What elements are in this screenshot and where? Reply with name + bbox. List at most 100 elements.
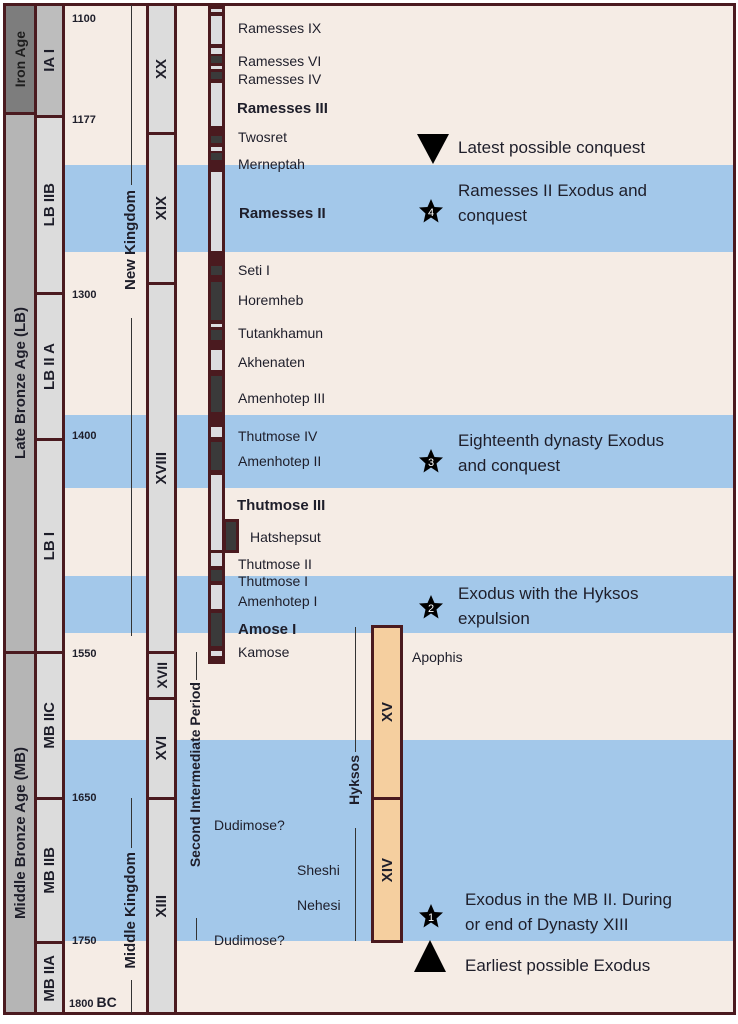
year-1750: 1750 xyxy=(72,935,97,947)
hyksos-line-top xyxy=(355,627,356,752)
up-triangle-icon xyxy=(414,940,446,972)
star-1-icon: 1 xyxy=(419,904,443,928)
dynasty-xiv: XIV xyxy=(371,797,403,943)
dynasty-xiii: XIII xyxy=(146,797,177,1015)
year-1800-value: 1800 xyxy=(69,998,94,1010)
sub-lb2b: LB IIB xyxy=(34,115,65,295)
note-4-line2: conquest xyxy=(458,206,527,225)
king-amenhotep-iii: Amenhotep III xyxy=(238,390,326,406)
king-merneptah: Merneptah xyxy=(238,156,305,172)
king-ramesses-iii: Ramesses III xyxy=(237,100,328,117)
king-thutmose-ii: Thutmose II xyxy=(238,556,312,572)
reign-segment xyxy=(211,585,222,609)
note-4: Ramesses II Exodus and conquest xyxy=(458,178,647,228)
new-kingdom-line xyxy=(131,5,132,185)
reign-segment xyxy=(211,9,222,12)
reign-segment xyxy=(211,136,222,143)
star-2-icon: 2 xyxy=(419,595,443,619)
year-1650: 1650 xyxy=(72,792,97,804)
sub-mb2c: MB IIC xyxy=(34,651,65,800)
reign-segment xyxy=(211,16,222,44)
star-4-icon: 4 xyxy=(419,199,443,223)
sub-ia1: IA I xyxy=(34,3,65,118)
dynasty-xvii: XVII xyxy=(146,651,177,700)
note-3-line1: Eighteenth dynasty Exodus xyxy=(458,431,665,450)
hatshepsut-bar xyxy=(223,519,239,553)
reign-segment xyxy=(211,72,222,79)
sip-line-top xyxy=(196,652,197,680)
dynasty-xv: XV xyxy=(371,625,403,800)
dynasty-xix: XIX xyxy=(146,132,177,285)
king-ramesses-vi: Ramesses VI xyxy=(238,53,322,69)
note-2-line1: Exodus with the Hyksos xyxy=(458,584,639,603)
king-twosret: Twosret xyxy=(238,129,288,145)
king-amose-i: Amose I xyxy=(238,621,297,638)
year-1177: 1177 xyxy=(72,114,96,126)
note-2: Exodus with the Hyksos expulsion xyxy=(458,581,638,631)
note-earliest-exodus: Earliest possible Exodus xyxy=(465,956,651,975)
middle-kingdom-label: Middle Kingdom xyxy=(122,852,139,969)
bc-label: BC xyxy=(96,994,117,1010)
note-1-line2: or end of Dynasty XIII xyxy=(465,915,629,934)
reign-segment xyxy=(211,651,222,656)
year-1300: 1300 xyxy=(72,289,97,301)
sub-mb2b: MB IIB xyxy=(34,797,65,944)
note-latest-conquest: Latest possible conquest xyxy=(458,138,646,157)
sub-lb2a: LB II A xyxy=(34,292,65,441)
svg-text:1: 1 xyxy=(428,912,434,924)
king-sheshi: Sheshi xyxy=(297,862,340,878)
king-thutmose-i: Thutmose I xyxy=(238,573,309,589)
king-thutmose-iv: Thutmose IV xyxy=(238,428,318,444)
year-1400: 1400 xyxy=(72,430,97,442)
down-triangle-icon xyxy=(417,134,449,164)
reign-segment xyxy=(211,56,222,63)
king-ramesses-ix: Ramesses IX xyxy=(238,20,322,36)
note-2-line2: expulsion xyxy=(458,609,530,628)
king-ramesses-ii: Ramesses II xyxy=(239,205,326,222)
reign-segment xyxy=(211,376,222,412)
hyksos-line-bottom xyxy=(355,828,356,941)
reign-segment xyxy=(211,282,222,320)
new-kingdom-label: New Kingdom xyxy=(122,190,139,290)
king-dudimose-1: Dudimose? xyxy=(214,817,285,833)
year-1550: 1550 xyxy=(72,648,97,660)
middle-kingdom-line-lower xyxy=(131,980,132,1013)
king-apophis: Apophis xyxy=(412,649,463,665)
dynasty-xviii: XVIII xyxy=(146,282,177,654)
king-amenhotep-ii: Amenhotep II xyxy=(238,453,322,469)
dynasty-xx: XX xyxy=(146,3,177,135)
king-dudimose-2: Dudimose? xyxy=(214,932,285,948)
king-kamose: Kamose xyxy=(238,644,290,660)
svg-text:2: 2 xyxy=(428,603,434,615)
sip-line-bottom xyxy=(196,918,197,940)
dynasty-xvi: XVI xyxy=(146,697,177,800)
king-horemheb: Horemheb xyxy=(238,292,304,308)
sub-mb2a: MB IIA xyxy=(34,941,65,1015)
hyksos-label: Hyksos xyxy=(346,755,362,805)
svg-text:3: 3 xyxy=(428,457,434,469)
reign-segment xyxy=(211,475,222,550)
note-3-line2: and conquest xyxy=(458,456,561,475)
reign-segment xyxy=(211,147,222,151)
king-hatshepsut: Hatshepsut xyxy=(250,529,321,545)
reign-segment xyxy=(211,442,222,470)
reign-segment xyxy=(211,83,222,126)
reign-segment xyxy=(211,350,222,370)
second-intermediate-label: Second Intermediate Period xyxy=(187,682,203,868)
reign-segment xyxy=(211,427,222,437)
king-seti-i: Seti I xyxy=(238,262,270,278)
reign-segment xyxy=(211,330,222,340)
svg-text:4: 4 xyxy=(428,207,434,219)
new-kingdom-line-lower xyxy=(131,318,132,636)
king-nehesi: Nehesi xyxy=(297,897,341,913)
note-4-line1: Ramesses II Exodus and xyxy=(458,181,647,200)
reign-segment xyxy=(211,172,222,251)
year-1100: 1100 xyxy=(72,13,96,25)
middle-kingdom-line xyxy=(131,798,132,848)
king-thutmose-iii: Thutmose III xyxy=(237,497,326,514)
age-iron: Iron Age xyxy=(3,3,37,115)
reign-segment xyxy=(211,66,222,69)
king-ramesses-iv: Ramesses IV xyxy=(238,71,322,87)
year-1800: 1800 BC xyxy=(69,994,117,1010)
